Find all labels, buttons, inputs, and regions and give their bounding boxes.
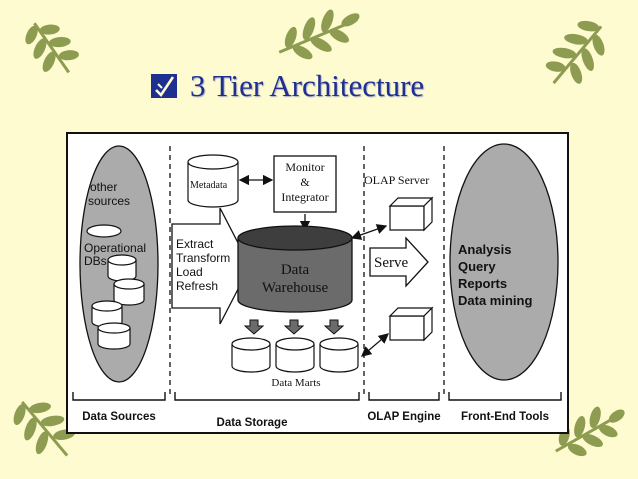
tool-label-query: Query — [458, 259, 496, 274]
operational-db-icon — [113, 278, 145, 306]
tier-label-data-storage: Data Storage — [217, 417, 288, 429]
data-mart-cylinder — [319, 337, 359, 373]
slide-title-text: 3 Tier Architecture — [190, 68, 425, 103]
operational-db-icon — [97, 322, 131, 350]
integrator-label: Integrator — [281, 190, 328, 204]
tier-brackets — [72, 392, 562, 401]
leaf-sprig-icon — [545, 20, 605, 85]
source-label-sources: sources — [88, 194, 130, 208]
source-label-dbs: DBs — [84, 254, 107, 268]
tool-label-reports: Reports — [458, 276, 507, 291]
tier-label-olap-engine: OLAP Engine — [367, 411, 440, 423]
metadata-label: Metadata — [190, 180, 228, 191]
etl-arrow — [171, 207, 251, 325]
data-mart-cylinder — [275, 337, 315, 373]
tier-label-data-sources: Data Sources — [82, 411, 156, 423]
olap-server-cube-icon — [388, 196, 434, 232]
architecture-diagram: other sources Operational DBs Extract Tr… — [66, 132, 569, 434]
olap-cube-icon — [388, 306, 434, 342]
etl-label-extract: Extract — [176, 237, 214, 251]
tool-label-data-mining: Data mining — [458, 293, 532, 308]
tier-label-front-end-tools: Front-End Tools — [461, 411, 549, 423]
source-label-operational: Operational — [84, 241, 146, 255]
serve-label: Serve — [374, 255, 408, 271]
serve-arrow — [369, 236, 429, 288]
tool-label-analysis: Analysis — [458, 242, 511, 257]
leaf-sprig-icon — [25, 22, 79, 74]
front-end-tools-ellipse — [449, 143, 559, 381]
etl-label-refresh: Refresh — [176, 279, 218, 293]
source-label-other: other — [90, 180, 117, 194]
data-mart-cylinder — [231, 337, 271, 373]
olap-server-label: OLAP Server — [364, 173, 429, 187]
mart-olap-arrow — [361, 333, 389, 357]
etl-label-transform: Transform — [176, 251, 230, 265]
warehouse-label-warehouse: Warehouse — [262, 280, 329, 296]
metadata-cylinder — [187, 154, 239, 208]
warehouse-olap-arrow — [350, 224, 388, 240]
monitor-label: Monitor — [285, 160, 324, 174]
monitor-amp-label: & — [300, 175, 310, 189]
source-disk-icon — [86, 224, 122, 238]
leaf-sprig-icon — [278, 9, 360, 60]
slide-title: 3 Tier Architecture — [150, 66, 424, 106]
operational-db-icon — [107, 254, 137, 282]
mart-down-arrows — [243, 319, 345, 335]
etl-label-load: Load — [176, 265, 203, 279]
warehouse-label-data: Data — [281, 262, 310, 278]
data-marts-label: Data Marts — [271, 377, 320, 389]
monitor-integrator-box — [273, 155, 337, 213]
pen-check-bullet-icon — [151, 74, 177, 98]
data-warehouse-cylinder — [237, 225, 353, 313]
